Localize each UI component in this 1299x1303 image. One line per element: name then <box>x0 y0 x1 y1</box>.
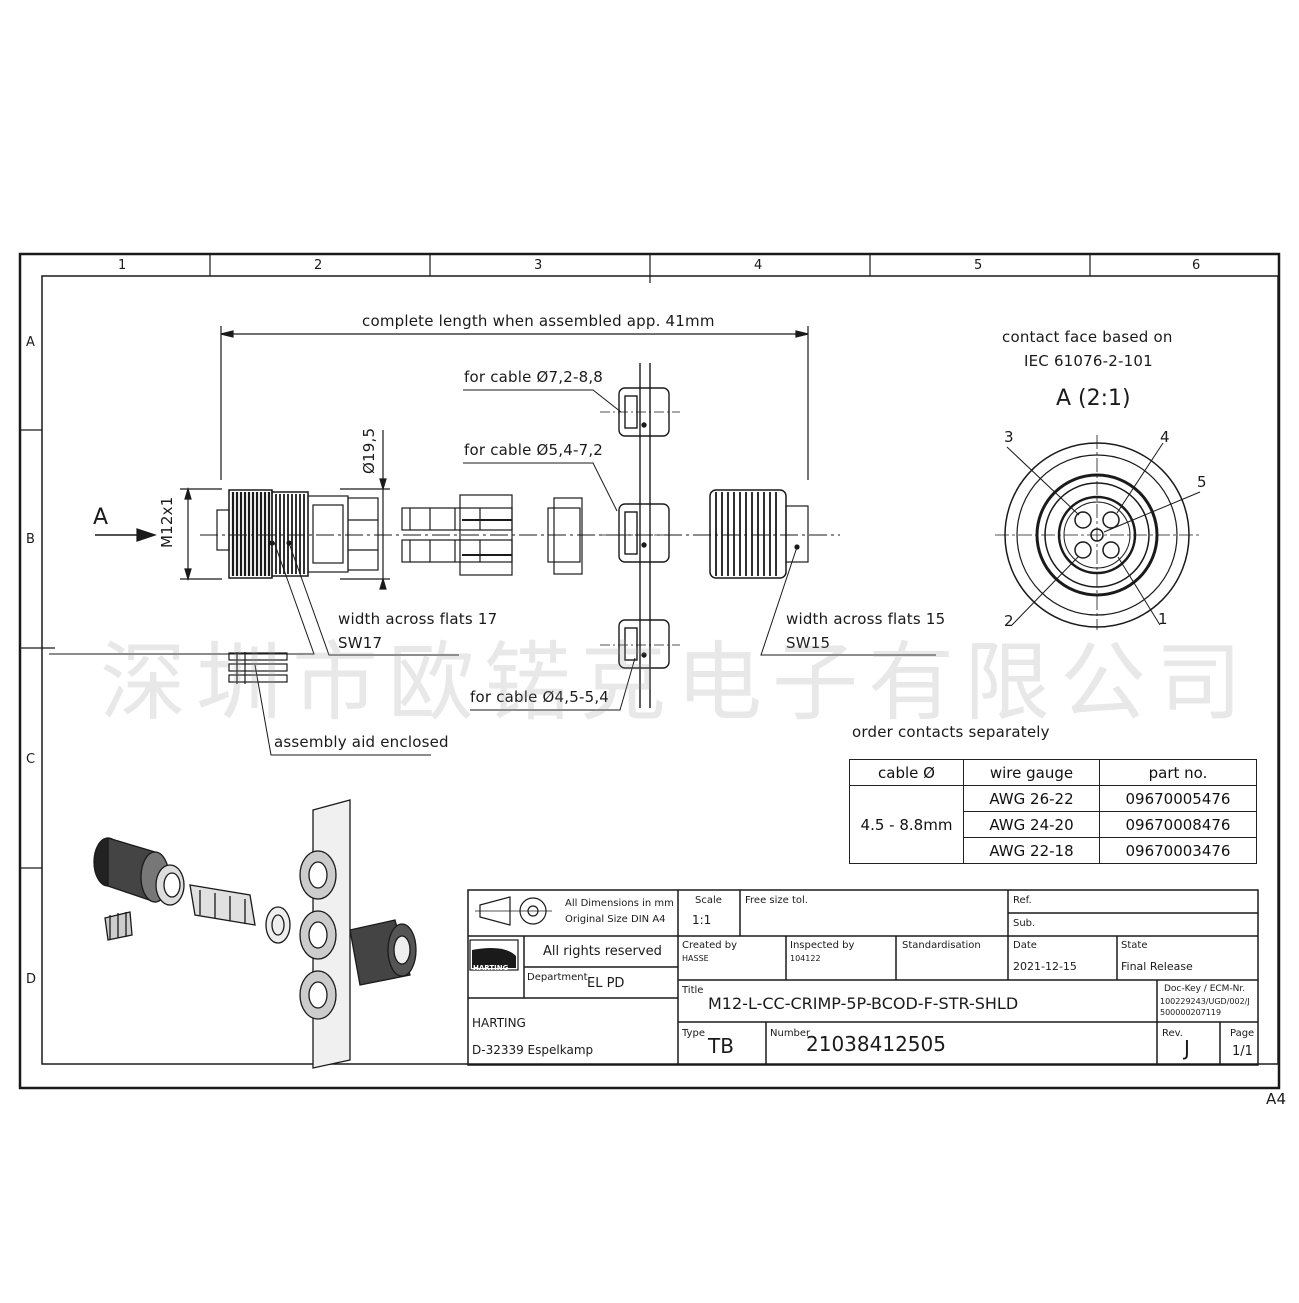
created-value: HASSE <box>682 954 709 963</box>
assembly-aid <box>228 652 288 684</box>
page-label: Page <box>1230 1028 1255 1039</box>
thread-annotation: M12x1 <box>158 496 176 548</box>
diameter-dimension <box>340 430 390 590</box>
part-cell: 09670003476 <box>1099 837 1257 864</box>
thread-dimension <box>180 486 222 582</box>
diameter-annotation: Ø19,5 <box>360 427 378 474</box>
contact-face-line1: contact face based on <box>1002 328 1173 346</box>
inner-frame <box>41 275 1279 1065</box>
flats17-line1: width across flats 17 <box>338 610 498 628</box>
company-name: HARTING <box>472 1016 526 1030</box>
column-label-1: 1 <box>118 258 127 273</box>
ref-label: Ref. <box>1013 895 1032 906</box>
column-label-4: 4 <box>754 258 763 273</box>
header-wire-gauge: wire gauge <box>963 759 1100 786</box>
view-arrow <box>95 528 157 542</box>
number-label: Number <box>770 1028 811 1039</box>
contact-face-line2: IEC 61076-2-101 <box>1024 352 1153 370</box>
seal-holder-strip <box>600 363 680 708</box>
inspected-value: 104122 <box>790 954 821 963</box>
watermark-text: 深圳市欧锘克电子有限公司 <box>100 633 1252 733</box>
scale-label: Scale <box>695 895 722 906</box>
column-label-3: 3 <box>534 258 543 273</box>
header-cable: cable Ø <box>849 759 964 786</box>
pin-label-4: 4 <box>1160 428 1170 446</box>
view-title: A (2:1) <box>1056 386 1131 411</box>
created-label: Created by <box>682 940 738 951</box>
logo-text: HARTING <box>473 964 509 972</box>
header-part-no: part no. <box>1099 759 1257 786</box>
pin-label-3: 3 <box>1004 428 1014 446</box>
contact-face-view <box>995 435 1201 630</box>
sub-label: Sub. <box>1013 918 1036 929</box>
seal-ring <box>547 497 583 575</box>
order-table: cable Ø wire gauge part no. 4.5 - 8.8mm … <box>849 759 1257 864</box>
rights-text: All rights reserved <box>543 944 662 959</box>
grid-dividers <box>20 254 1091 869</box>
dockey-label: Doc-Key / ECM-Nr. <box>1164 984 1246 994</box>
flats15-line2: SW15 <box>786 634 831 652</box>
part-cell: 09670005476 <box>1099 785 1257 812</box>
dockey-line1: 100229243/UGD/002/J <box>1160 997 1250 1006</box>
gauge-cell: AWG 22-18 <box>963 837 1100 864</box>
cable-large-annotation: for cable Ø7,2-8,8 <box>464 368 604 386</box>
dims-line1: All Dimensions in mm <box>565 898 674 909</box>
rev-value: J <box>1184 1036 1190 1060</box>
order-note: order contacts separately <box>852 723 1050 741</box>
projection-symbol-icon <box>475 896 552 926</box>
cable-range-cell: 4.5 - 8.8mm <box>849 785 964 864</box>
exploded-view-illustration <box>93 799 417 1069</box>
row-label-c: C <box>26 752 36 767</box>
pin-label-5: 5 <box>1197 473 1207 491</box>
state-value: Final Release <box>1121 960 1193 973</box>
leader-lines <box>49 389 936 756</box>
column-label-2: 2 <box>314 258 323 273</box>
title-label: Title <box>682 985 704 996</box>
cable-small-annotation: for cable Ø4,5-5,4 <box>470 688 610 706</box>
gauge-cell: AWG 24-20 <box>963 811 1100 838</box>
drawing-number: 21038412505 <box>806 1032 946 1056</box>
connector-body <box>216 489 379 579</box>
rev-label: Rev. <box>1162 1028 1183 1039</box>
page-value: 1/1 <box>1232 1044 1253 1059</box>
dockey-line2: 500000207119 <box>1160 1008 1222 1017</box>
company-address: D-32339 Espelkamp <box>472 1043 594 1057</box>
harting-logo <box>469 939 519 971</box>
date-label: Date <box>1013 940 1037 951</box>
department-label: Department <box>527 972 588 983</box>
drawing-title: M12-L-CC-CRIMP-5P-BCOD-F-STR-SHLD <box>708 994 1019 1013</box>
gauge-cell: AWG 26-22 <box>963 785 1100 812</box>
type-label: Type <box>682 1028 705 1039</box>
tolerance-label: Free size tol. <box>745 895 808 906</box>
pin-label-1: 1 <box>1158 610 1168 628</box>
title-block-grid <box>467 889 1259 1066</box>
row-label-d: D <box>26 972 37 987</box>
state-label: State <box>1121 940 1148 951</box>
contact-inserts <box>401 494 513 576</box>
part-cell: 09670008476 <box>1099 811 1257 838</box>
cable-medium-annotation: for cable Ø5,4-7,2 <box>464 441 604 459</box>
department-value: EL PD <box>587 976 625 991</box>
type-value: TB <box>708 1034 734 1058</box>
standard-label: Standardisation <box>902 940 981 951</box>
dims-line2: Original Size DIN A4 <box>565 914 666 925</box>
column-label-6: 6 <box>1192 258 1201 273</box>
flats15-line1: width across flats 15 <box>786 610 946 628</box>
cap-nut <box>709 489 809 579</box>
row-label-b: B <box>26 532 35 547</box>
pin-label-2: 2 <box>1004 612 1014 630</box>
row-label-a: A <box>26 335 35 350</box>
sheet-size-label: A4 <box>1266 1090 1287 1108</box>
length-annotation: complete length when assembled app. 41mm <box>362 312 715 330</box>
inspected-label: Inspected by <box>790 940 855 951</box>
scale-value: 1:1 <box>692 913 712 927</box>
flats17-line2: SW17 <box>338 634 383 652</box>
view-arrow-label: A <box>93 505 109 530</box>
date-value: 2021-12-15 <box>1013 960 1077 973</box>
length-dimension <box>220 326 809 480</box>
assembly-aid-annotation: assembly aid enclosed <box>274 733 449 751</box>
column-label-5: 5 <box>974 258 983 273</box>
